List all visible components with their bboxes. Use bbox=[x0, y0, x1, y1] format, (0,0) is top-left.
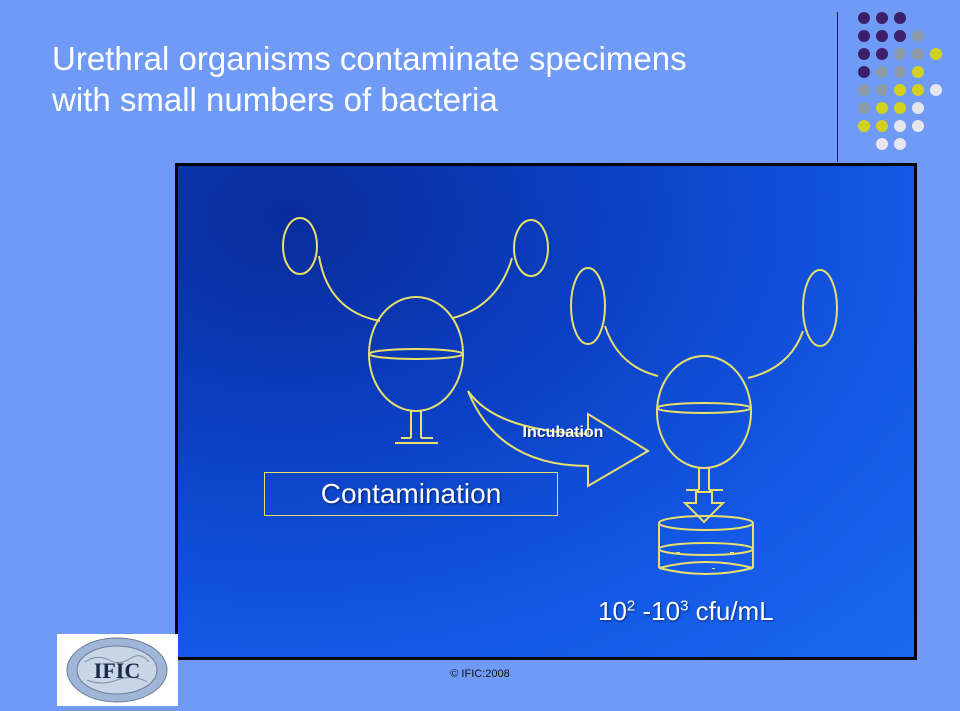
right-figure-left-hand bbox=[570, 267, 606, 345]
logo-emblem: IFIC bbox=[66, 637, 168, 703]
divider-line bbox=[837, 12, 838, 162]
contamination-label: Contamination bbox=[264, 472, 558, 516]
decorative-dot-grid bbox=[858, 12, 942, 150]
diagram-svg bbox=[282, 217, 838, 575]
left-figure-left-hand bbox=[282, 217, 318, 275]
right-figure-right-hand bbox=[802, 269, 838, 347]
left-figure-body bbox=[368, 296, 464, 412]
right-figure bbox=[570, 267, 838, 491]
incubation-label: Incubation bbox=[522, 424, 604, 441]
copyright-text: © IFIC:2008 bbox=[450, 668, 510, 680]
left-figure-right-hand bbox=[513, 219, 549, 277]
svg-text:IFIC: IFIC bbox=[94, 658, 140, 683]
dot-row-7 bbox=[858, 120, 924, 132]
dot-row-6 bbox=[858, 102, 924, 114]
right-figure-left-arm bbox=[604, 325, 659, 377]
cfu-mid: -10 bbox=[635, 596, 681, 626]
cfu-exponent-1: 2 bbox=[626, 597, 636, 615]
slide-title: Urethral organisms contaminate specimens… bbox=[52, 38, 832, 120]
incubation-arrow bbox=[467, 390, 650, 488]
dot-row-2 bbox=[858, 30, 924, 42]
dot-row-3 bbox=[858, 48, 942, 60]
left-figure-waist bbox=[368, 348, 464, 360]
title-line-1: Urethral organisms contaminate specimens bbox=[52, 40, 687, 77]
cfu-unit: cfu/mL bbox=[688, 596, 774, 626]
down-arrow bbox=[682, 491, 726, 524]
right-figure-waist bbox=[656, 402, 752, 414]
culture-dish bbox=[658, 515, 754, 575]
left-figure-left-arm bbox=[318, 255, 381, 322]
dot-row-8 bbox=[876, 138, 906, 150]
right-figure-body bbox=[656, 355, 752, 469]
right-figure-right-arm bbox=[747, 330, 804, 379]
dish-specks bbox=[676, 552, 734, 569]
dot-row-1 bbox=[858, 12, 906, 24]
left-figure-right-arm bbox=[452, 257, 513, 319]
cfu-exponent-2: 3 bbox=[680, 597, 689, 615]
cfu-count-label: 102 -103 cfu/mL bbox=[598, 596, 838, 627]
cfu-base-1: 10 bbox=[598, 596, 627, 626]
left-figure bbox=[282, 217, 549, 444]
diagram-panel: Contamination Incubation 102 -103 cfu/mL bbox=[175, 163, 917, 660]
dot-row-4 bbox=[858, 66, 924, 78]
dot-row-5 bbox=[858, 84, 942, 96]
title-line-2: with small numbers of bacteria bbox=[52, 81, 498, 118]
ific-logo: IFIC bbox=[57, 634, 178, 706]
